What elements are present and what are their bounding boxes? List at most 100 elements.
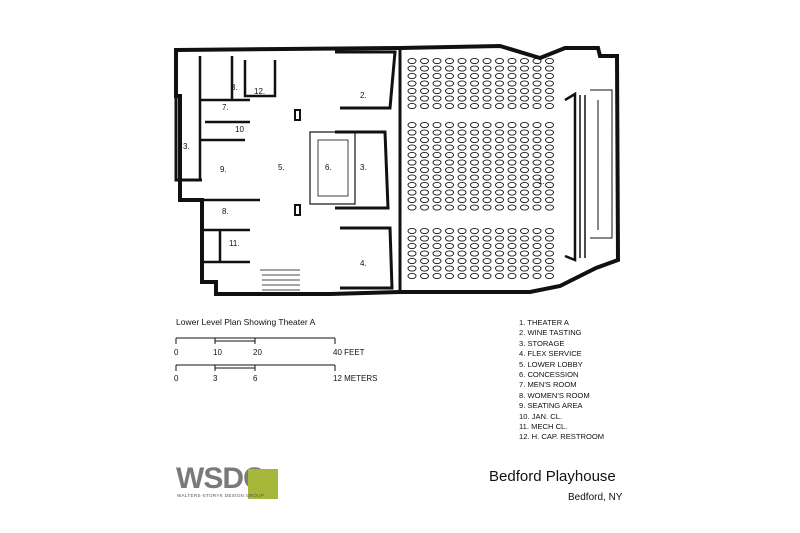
seat bbox=[445, 95, 454, 102]
seat bbox=[532, 257, 542, 265]
seat bbox=[420, 181, 429, 189]
seat bbox=[407, 72, 417, 80]
seat bbox=[445, 272, 454, 280]
room-label: 6. bbox=[325, 163, 332, 172]
seat bbox=[432, 166, 442, 174]
seat bbox=[532, 129, 542, 136]
legend-item: 4. FLEX SERVICE bbox=[519, 349, 582, 359]
seat bbox=[420, 121, 429, 129]
seat bbox=[507, 65, 517, 72]
seat bbox=[470, 102, 479, 110]
seat bbox=[495, 144, 504, 151]
seat bbox=[495, 151, 504, 159]
seat bbox=[495, 80, 504, 87]
seat bbox=[407, 95, 417, 102]
seat bbox=[445, 129, 454, 136]
seat bbox=[532, 72, 542, 80]
room-label: 8. bbox=[222, 207, 229, 216]
flex-service-wall bbox=[340, 226, 394, 290]
seat bbox=[457, 242, 467, 250]
seat bbox=[545, 87, 554, 95]
seat bbox=[432, 151, 442, 159]
seat bbox=[532, 250, 542, 257]
seat bbox=[445, 235, 454, 242]
legend-item: 5. LOWER LOBBY bbox=[519, 359, 583, 369]
legend-item: 8. WOMEN'S ROOM bbox=[519, 390, 590, 400]
seat bbox=[532, 151, 542, 159]
legend-item: 10. JAN. CL. bbox=[519, 411, 563, 421]
stage-wall bbox=[564, 91, 577, 262]
seat bbox=[432, 65, 442, 72]
seat bbox=[420, 80, 429, 87]
seat bbox=[495, 57, 504, 65]
seat bbox=[495, 235, 504, 242]
seat bbox=[507, 136, 517, 144]
seat bbox=[532, 57, 542, 65]
seat bbox=[420, 95, 429, 102]
seat bbox=[445, 181, 454, 189]
scale-tick-label: 10 bbox=[213, 348, 222, 357]
seat bbox=[445, 189, 454, 196]
seat bbox=[520, 189, 529, 196]
seat bbox=[495, 72, 504, 80]
storage-wall bbox=[335, 130, 390, 210]
seat bbox=[420, 242, 429, 250]
theater-seating bbox=[407, 57, 554, 280]
seat bbox=[445, 80, 454, 87]
seat bbox=[520, 159, 529, 166]
room-label: 11. bbox=[229, 239, 240, 248]
seat bbox=[507, 257, 517, 265]
seat bbox=[457, 129, 467, 136]
seat bbox=[495, 181, 504, 189]
seat bbox=[545, 242, 554, 250]
seat bbox=[532, 159, 542, 166]
seat bbox=[457, 227, 467, 235]
seat bbox=[482, 250, 492, 257]
scale-tick-label: 0 bbox=[174, 374, 179, 383]
seat bbox=[482, 174, 492, 181]
seat bbox=[482, 72, 492, 80]
seat bbox=[495, 196, 504, 204]
scale-tick-label: 40 FEET bbox=[333, 348, 365, 357]
restroom-walls bbox=[198, 56, 277, 264]
seat bbox=[495, 272, 504, 280]
seat bbox=[482, 65, 492, 72]
seat bbox=[532, 121, 542, 129]
seat bbox=[407, 65, 417, 72]
seat bbox=[445, 57, 454, 65]
seat bbox=[545, 181, 554, 189]
seat bbox=[432, 265, 442, 272]
logo-accent-square bbox=[248, 469, 278, 499]
seat bbox=[545, 272, 554, 280]
seat bbox=[507, 95, 517, 102]
seat bbox=[457, 144, 467, 151]
seat bbox=[445, 204, 454, 211]
seat bbox=[457, 72, 467, 80]
scale-bar-feet bbox=[175, 337, 336, 344]
seat bbox=[520, 57, 529, 65]
seat bbox=[407, 250, 417, 257]
seat bbox=[532, 189, 542, 196]
legend-item: 3. STORAGE bbox=[519, 338, 565, 348]
legend-item: 9. SEATING AREA bbox=[519, 401, 583, 411]
seat bbox=[432, 57, 442, 65]
seat bbox=[420, 204, 429, 211]
seat bbox=[407, 272, 417, 280]
seat bbox=[457, 80, 467, 87]
seat bbox=[520, 65, 529, 72]
room-label: 3. bbox=[360, 163, 367, 172]
seat bbox=[482, 95, 492, 102]
seat bbox=[457, 102, 467, 110]
concession-inner bbox=[317, 139, 349, 197]
seat bbox=[407, 204, 417, 211]
seat bbox=[432, 144, 442, 151]
seat bbox=[545, 265, 554, 272]
seat bbox=[507, 80, 517, 87]
seat bbox=[457, 159, 467, 166]
seat bbox=[545, 57, 554, 65]
seat bbox=[520, 181, 529, 189]
seat bbox=[507, 265, 517, 272]
seat bbox=[532, 235, 542, 242]
seat bbox=[407, 257, 417, 265]
